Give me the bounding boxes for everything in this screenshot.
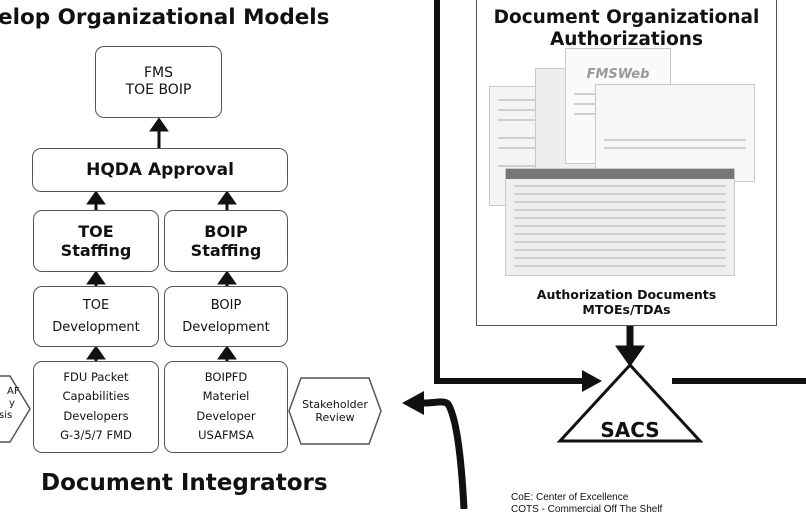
toe-staffing-box: TOE Staffing	[33, 210, 159, 272]
develop-models-title: elop Organizational Models	[0, 5, 330, 30]
developer-label: Developer	[196, 408, 256, 423]
boip-development-line2: Development	[182, 319, 270, 335]
stakeholder-label: Stakeholder	[302, 398, 368, 411]
materiel-label: Materiel	[202, 389, 250, 404]
partial-analysis-shape	[0, 375, 31, 443]
document-integrators-title: Document Integrators	[41, 470, 328, 496]
boip-development-box: BOIP Development	[164, 286, 288, 347]
frame-lines	[434, 0, 806, 384]
partial-line3: sis	[0, 410, 13, 421]
glossary-cots: COTS - Commercial Off The Shelf	[511, 504, 663, 515]
toe-staffing-line2: Staffing	[60, 241, 132, 260]
boip-staffing-box: BOIP Staffing	[164, 210, 288, 272]
authorization-table-image	[505, 168, 735, 276]
glossary: CoE: Center of Excellence COTS - Commerc…	[511, 492, 662, 516]
boipfd-box: BOIPFD Materiel Developer USAFMSA	[164, 361, 288, 453]
table-header-bar	[506, 169, 734, 179]
authorization-documents-line2: MTOEs/TDAs	[582, 302, 671, 317]
hqda-approval-box: HQDA Approval	[32, 148, 288, 192]
authorizations-title: Document Organizational Authorizations	[477, 7, 776, 51]
curved-arrow-head	[402, 391, 424, 415]
fms-box: FMS TOE BOIP	[95, 46, 222, 118]
authorizations-title-line2: Authorizations	[549, 29, 703, 51]
auth-to-sacs-arrow	[615, 326, 645, 367]
toe-staffing-line1: TOE	[78, 221, 114, 241]
developers-label: Developers	[63, 408, 129, 423]
partial-line2: y	[9, 398, 15, 409]
toe-development-line1: TOE	[82, 297, 110, 313]
glossary-coe: CoE: Center of Excellence	[511, 492, 629, 503]
authorizations-title-line1: Document Organizational	[493, 7, 760, 28]
boip-staffing-line2: Staffing	[190, 241, 262, 260]
stakeholder-review-shape	[288, 377, 382, 445]
boipfd-label: BOIPFD	[204, 369, 248, 384]
sacs-triangle	[556, 362, 704, 443]
fdu-packet-label: FDU Packet	[63, 369, 129, 384]
fms-label: FMS	[143, 65, 174, 82]
hqda-approval-label: HQDA Approval	[86, 159, 234, 180]
fms-docs-label: TOE BOIP	[125, 82, 192, 98]
fmsweb-logo: FMSWeb	[586, 67, 650, 82]
capabilities-label: Capabilities	[62, 389, 130, 404]
partial-analysis-text: AF y sis	[0, 386, 20, 422]
stakeholder-review-text: Stakeholder Review	[287, 398, 383, 424]
sacs-label: SACS	[600, 418, 660, 442]
fdu-packet-box: FDU Packet Capabilities Developers G-3/5…	[33, 361, 159, 453]
toe-development-box: TOE Development	[33, 286, 159, 347]
toe-development-line2: Development	[52, 319, 140, 335]
left-flow-arrows	[86, 117, 237, 361]
g357-fmd-label: G-3/5/7 FMD	[60, 428, 132, 443]
boip-staffing-line1: BOIP	[204, 221, 248, 241]
authorizations-panel: Document Organizational Authorizations F…	[476, 0, 777, 326]
authorization-documents-label: Authorization Documents MTOEs/TDAs	[477, 287, 776, 317]
authorization-documents-line1: Authorization Documents	[536, 287, 717, 302]
boip-development-line1: BOIP	[210, 297, 242, 313]
partial-line1: AF	[7, 386, 20, 397]
curved-return-arrow	[423, 398, 468, 509]
usafmsa-label: USAFMSA	[198, 428, 254, 443]
frame-arrow-head	[582, 370, 602, 392]
review-label: Review	[315, 411, 355, 425]
doc-image-right	[595, 84, 755, 182]
